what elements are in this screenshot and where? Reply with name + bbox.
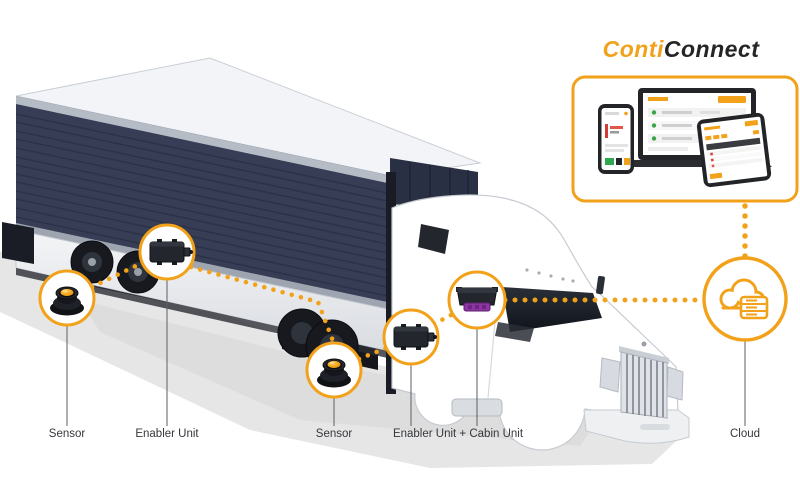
callout-cloud — [702, 256, 788, 342]
callout-sensor-rear — [38, 269, 96, 327]
tractor-cab — [277, 194, 690, 451]
server-icon — [739, 295, 769, 320]
label-enabler-cabin: Enabler Unit + Cabin Unit — [393, 428, 524, 440]
grille — [619, 341, 669, 419]
label-sensor-rear: Sensor — [49, 428, 86, 440]
headlight-left — [599, 357, 621, 393]
label-stems — [66, 280, 746, 426]
dashboard-panel — [571, 75, 799, 203]
callout-cabin-unit — [447, 270, 507, 330]
label-cloud: Cloud — [730, 428, 760, 440]
conticonnect-logo: ContiConnect — [603, 36, 761, 62]
side-mirror — [596, 275, 605, 295]
label-enabler-trailer: Enabler Unit — [135, 428, 199, 440]
windshield — [502, 287, 602, 332]
laptop-dashboard — [622, 88, 772, 167]
phone-dashboard — [598, 104, 634, 174]
headlight-right — [666, 366, 684, 401]
label-sensor-drive: Sensor — [316, 428, 353, 440]
trailer-ribs — [15, 113, 393, 298]
enabler-unit-icon — [149, 239, 193, 265]
callout-sensor-drive — [305, 341, 363, 399]
cabin-unit-icon — [456, 287, 498, 312]
callout-enabler-trailer — [138, 223, 196, 281]
tire-sensor-icon — [317, 358, 351, 388]
callout-enabler-cab — [382, 308, 440, 366]
tire-sensor-icon — [50, 286, 84, 316]
sleeper-window — [418, 224, 449, 254]
marker-lights — [525, 268, 575, 283]
enabler-unit-icon — [393, 324, 437, 350]
data-connection-dots — [89, 201, 748, 362]
tablet-dashboard — [696, 112, 772, 188]
logo-connect: Connect — [664, 36, 760, 62]
logo-conti: Conti — [603, 36, 664, 62]
